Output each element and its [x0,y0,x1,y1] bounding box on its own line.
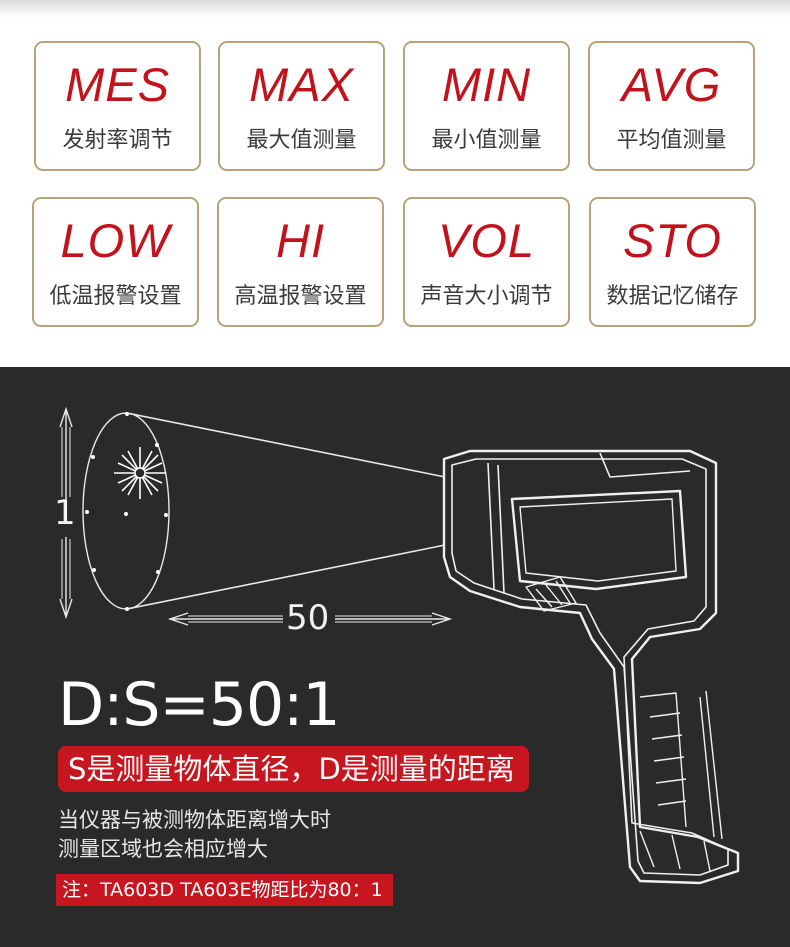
top-shadow [0,0,790,18]
mode-card-low: LOW 低温报警设置 [32,197,199,327]
mode-card-hi: HI 高温报警设置 [217,197,384,327]
mode-code: MAX [249,58,354,111]
mode-code: LOW [60,214,171,267]
mode-card-mes: MES 发射率调节 [34,41,201,171]
mode-code: VOL [437,214,536,267]
measurement-cone [126,412,446,610]
mode-code: STO [623,214,722,267]
mode-desc: 平均值测量 [616,128,727,153]
mode-desc: 低温报警设置 [49,284,182,309]
model-ratio-note: 注：TA603D TA603E物距比为80：1 [56,874,393,906]
mode-card-vol: VOL 声音大小调节 [403,197,570,327]
mode-card-sto: STO 数据记忆储存 [589,197,756,327]
mode-code: MES [65,58,170,111]
mode-desc: 高温报警设置 [234,284,367,309]
distance-label: 50 [286,598,330,638]
mode-code: HI [276,214,325,267]
thermometer-gun-illustration [442,449,740,885]
distance-spot-section: 1 50 D:S=50:1 S是测量物体直径，D是测量的距离 当仪器与被测物体距… [0,367,790,947]
description-line-2: 测量区域也会相应增大 [58,837,268,861]
target-spot-ellipse [82,412,170,610]
mode-card-avg: AVG 平均值测量 [588,41,755,171]
description-line-1: 当仪器与被测物体距离增大时 [58,808,331,832]
vertical-arrow-icon [59,406,73,620]
mode-desc: 数据记忆储存 [606,284,739,309]
mode-desc: 最小值测量 [431,128,542,153]
mode-code: AVG [621,58,722,111]
distance-spot-ratio: D:S=50:1 [58,670,341,740]
distance-spot-diagram [59,406,740,885]
mode-code: MIN [441,58,532,111]
mode-desc: 声音大小调节 [420,284,553,309]
spot-size-label: 1 [54,493,76,533]
mode-card-max: MAX 最大值测量 [218,41,385,171]
mode-desc: 最大值测量 [246,128,357,153]
mode-desc: 发射率调节 [62,128,173,153]
mode-card-min: MIN 最小值测量 [403,41,570,171]
horizontal-arrow-icon [167,612,453,626]
ratio-definition-badge: S是测量物体直径，D是测量的距离 [58,746,529,792]
